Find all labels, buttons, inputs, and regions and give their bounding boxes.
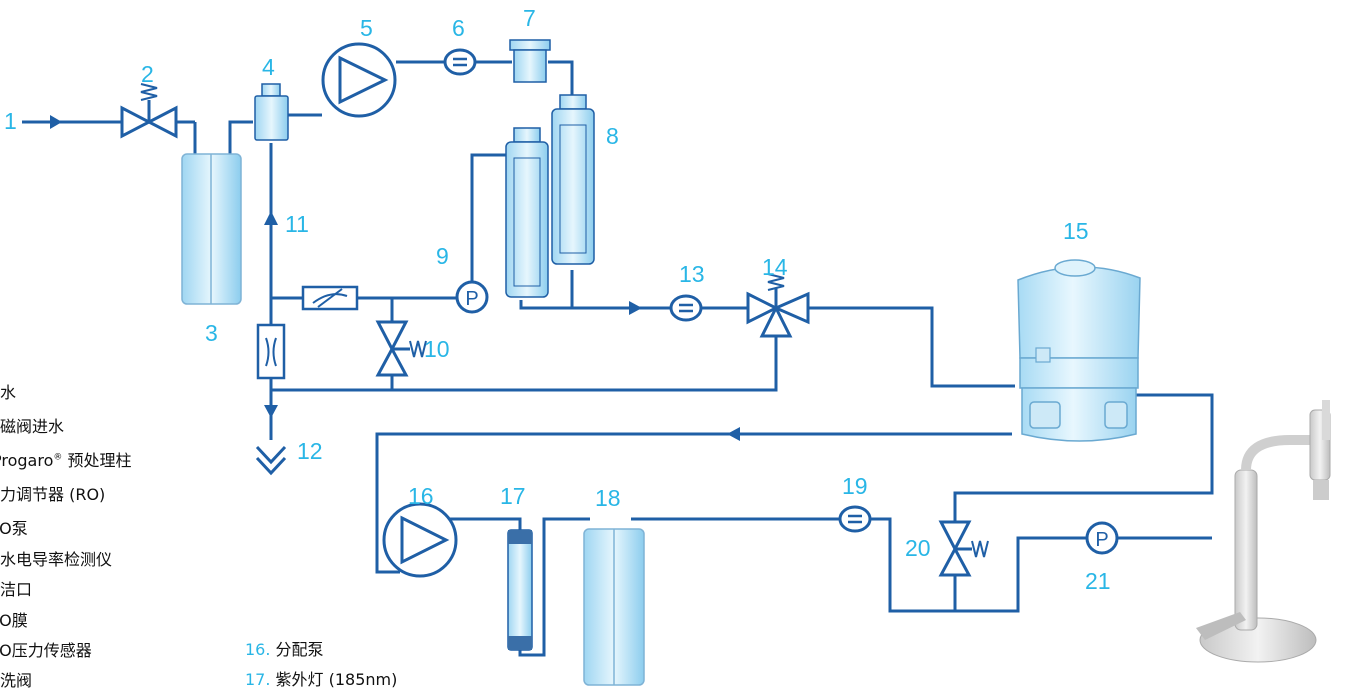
label-13: 13 bbox=[679, 261, 705, 287]
legend-item-16: 16. 分配泵 bbox=[245, 640, 324, 659]
label-18: 18 bbox=[595, 485, 621, 511]
label-16: 16 bbox=[408, 483, 434, 509]
arrow-icon bbox=[264, 211, 278, 225]
permeate-sensor bbox=[669, 294, 703, 322]
ro-membranes bbox=[505, 94, 595, 298]
label-6: 6 bbox=[452, 15, 465, 41]
arrow-icon bbox=[727, 427, 740, 441]
drain-icon bbox=[255, 445, 287, 465]
storage-tank bbox=[1017, 259, 1141, 442]
label-5: 5 bbox=[360, 15, 373, 41]
dispense-pump bbox=[382, 502, 458, 578]
legend-item: RO膜 bbox=[0, 611, 28, 630]
label-2: 2 bbox=[141, 61, 154, 87]
dispense-pressure-sensor: P bbox=[1085, 521, 1119, 555]
label-7: 7 bbox=[523, 5, 536, 31]
flow-restrictor bbox=[301, 285, 359, 311]
legend-item: 进水电导率检测仪 bbox=[0, 550, 113, 569]
recirculation-valve bbox=[938, 520, 989, 577]
conductivity-cell bbox=[254, 83, 289, 141]
label-3: 3 bbox=[205, 320, 218, 346]
product-sensor bbox=[838, 505, 872, 533]
conductivity-sensor bbox=[443, 48, 477, 76]
legend-item: Progaro® 预处理柱 bbox=[0, 451, 132, 470]
arrow-icon bbox=[50, 115, 62, 129]
label-11: 11 bbox=[285, 211, 309, 237]
label-9: 9 bbox=[436, 243, 449, 269]
svg-text:P: P bbox=[1095, 529, 1108, 551]
legend-item: RO泵 bbox=[0, 519, 28, 538]
arrow-icon bbox=[629, 301, 642, 315]
legend-item: 压力调节器 (RO) bbox=[0, 485, 106, 504]
three-way-valve bbox=[746, 273, 810, 338]
pretreatment-column bbox=[181, 153, 242, 305]
arrow-icon bbox=[264, 405, 278, 418]
label-1: 1 bbox=[4, 108, 17, 134]
label-14: 14 bbox=[762, 254, 788, 280]
flush-valve bbox=[375, 320, 427, 377]
dispenser-image bbox=[1196, 400, 1331, 663]
ro-pressure-sensor: P bbox=[455, 280, 489, 314]
label-15: 15 bbox=[1063, 218, 1089, 244]
cleaning-port bbox=[509, 39, 551, 83]
label-21: 21 bbox=[1085, 568, 1111, 594]
flow-restrictor-vertical bbox=[256, 323, 286, 380]
legend-item: 进水 bbox=[0, 383, 17, 402]
ro-pump bbox=[321, 42, 397, 118]
legend-item: 清洁口 bbox=[0, 580, 33, 599]
label-19: 19 bbox=[842, 473, 868, 499]
legend-item: 冲洗阀 bbox=[0, 671, 33, 690]
polishing-column bbox=[583, 528, 645, 686]
label-12: 12 bbox=[297, 438, 323, 464]
label-8: 8 bbox=[606, 123, 619, 149]
flow-arrows bbox=[50, 115, 740, 441]
label-10: 10 bbox=[424, 336, 450, 362]
solenoid-valve bbox=[120, 83, 178, 139]
label-20: 20 bbox=[905, 535, 931, 561]
legend-item: 电磁阀进水 bbox=[0, 417, 65, 436]
legend-item: RO压力传感器 bbox=[0, 641, 92, 660]
pressure-symbol: P bbox=[465, 288, 478, 310]
legend-item-17: 17. 紫外灯 (185nm) bbox=[245, 670, 398, 689]
uv-lamp bbox=[507, 529, 533, 651]
label-17: 17 bbox=[500, 483, 526, 509]
label-4: 4 bbox=[262, 54, 275, 80]
